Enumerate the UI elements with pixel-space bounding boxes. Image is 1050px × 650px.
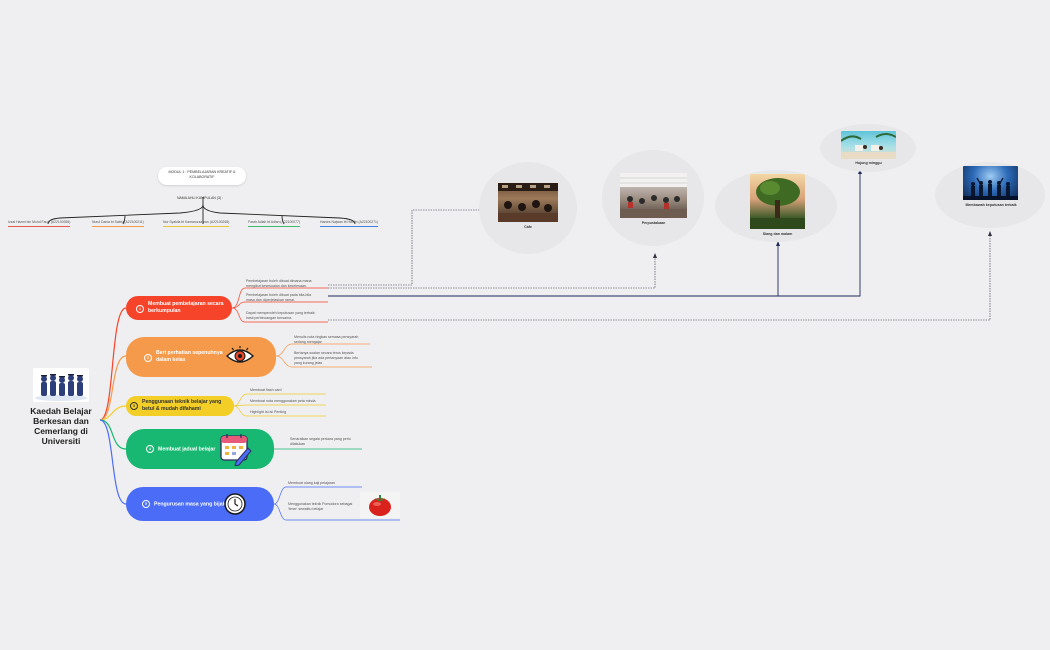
branch-5-number: 5 (142, 500, 150, 508)
leaf-text: Dapat memperoleh keputusan yang terbaik (246, 311, 315, 315)
graduates-icon (35, 374, 87, 401)
leaf-text: Pembelajaran boleh dibuat dimana mana (246, 279, 312, 283)
branch-5-label-line1: Pengurusan masa yang bijak (154, 501, 226, 508)
member-3[interactable]: Nur Syakila bt Kamaruzzaman (A22100265) (163, 220, 230, 227)
member-4-underline (248, 226, 301, 227)
member-3-name: Nur Syakila bt Kamaruzzaman (A22100265) (163, 220, 230, 224)
leaf-text: yang kurang jelas (294, 361, 323, 365)
root-line2: Berkesan dan (33, 416, 89, 426)
clock-icon (224, 493, 246, 515)
branch-1-label-line2: berkumpulan (148, 308, 181, 314)
cafe-scene-icon (498, 183, 558, 222)
pomodoro-timer-image (360, 492, 400, 518)
cafe-label: Cafe (524, 225, 532, 229)
branch-1-leaf-3[interactable]: Dapat memperoleh keputusan yang terbaik … (246, 311, 315, 321)
branch-1-node[interactable]: 1 Membuat pembelajaran secara berkumpula… (126, 296, 232, 320)
leaf-text: Membuat ulang kaji pelajaran (288, 481, 335, 485)
leaf-text: Bertanya soalan secara terus kepada (294, 351, 354, 355)
leaf-text: Pembelajaran boleh dibuat pada bila-bila (246, 293, 312, 297)
leaf-text: hasil perbincangan bersama. (246, 316, 293, 320)
branch-1-leaf-1[interactable]: Pembelajaran boleh dibuat dimana mana me… (246, 279, 312, 289)
member-4-name: Farah Adlah bt Adlan (A22100077) (248, 220, 301, 224)
member-2-name: Nurul Dania bt Sabtu (A22100211) (92, 220, 144, 224)
leaf-text: Membuat nota menggunakan peta minda (250, 399, 316, 403)
root-topic[interactable]: Kaedah Belajar Berkesan dan Cemerlang di… (22, 406, 100, 446)
module-header[interactable]: MODUL 1 : PEMBELAJARAN KREATIF & KOLABOR… (158, 167, 246, 185)
cafe-photo (498, 183, 558, 222)
perpustakaan-photo (620, 173, 687, 218)
eye-icon (226, 346, 254, 363)
branch-1-leaf-2[interactable]: Pembelajaran boleh dibuat pada bila-bila… (246, 293, 311, 303)
keputusan-label: Membawah keputusan terbaik (965, 203, 1017, 207)
member-5-underline (320, 226, 379, 227)
leaf-text: Membuat flash card (250, 388, 282, 392)
leaf-text: dilakukan (290, 442, 306, 446)
branch-3-number: 3 (130, 402, 138, 410)
module-title-line1: MODUL 1 : PEMBELAJARAN KREATIF & (168, 170, 236, 174)
root-line1: Kaedah Belajar (30, 406, 92, 416)
branch-2-number: 2 (144, 354, 152, 362)
perpustakaan-label: Perpustakaan (641, 221, 666, 225)
member-5[interactable]: Hanies Najwan bt Hardin (A22100271) (320, 220, 379, 227)
hujung-minggu-label: Hujung minggu (855, 161, 882, 165)
member-1[interactable]: Izzat Hazmi bin Mohd Fauzi (A22100355) (8, 220, 71, 227)
tomato-timer-icon (369, 495, 391, 516)
member-3-underline (163, 226, 230, 227)
branch-3-leaf-3[interactable]: Highlight isi-isi Penting (250, 410, 286, 415)
branch-5-leaf-1[interactable]: Membuat ulang kaji pelajaran (288, 481, 335, 486)
branch-3-label-line2: betul & mudah difahami (142, 406, 201, 412)
root-line3: Cemerlang di (34, 426, 88, 436)
leaf-text: sedang mengajar (294, 340, 322, 344)
siang-malam-label: Siang dan malam (762, 232, 793, 236)
branch-2-leaf-1[interactable]: Menulis nota ringkas semasa pensyarah se… (294, 335, 358, 345)
beach-scene-icon (840, 133, 897, 159)
leaf-text: Highlight isi-isi Penting (250, 410, 287, 414)
member-2[interactable]: Nurul Dania bt Sabtu (A22100211) (92, 220, 144, 227)
branch-2-leaf-2[interactable]: Bertanya soalan secara terus kepada pens… (294, 351, 358, 366)
member-1-name: Izzat Hazmi bin Mohd Fauzi (A22100355) (8, 220, 71, 224)
branch-2-label-line1: Beri perhatian sepenuhnya (156, 350, 223, 356)
keputusan-photo (963, 166, 1018, 200)
branch-1-label-line1: Membuat pembelajaran secara (148, 301, 224, 307)
branch-4-leaf-1[interactable]: Senaraikan segala perkara yang perlu dil… (290, 437, 351, 447)
branch-4-number: 4 (146, 445, 154, 453)
module-title-line2: KOLABORATIF (189, 175, 215, 179)
leaf-text: 'timer' sewaktu belajar (288, 507, 324, 511)
graduates-illustration (33, 368, 89, 402)
branch-3-leaf-1[interactable]: Membuat flash card (250, 388, 282, 393)
leaf-text: pensyarah jika ada pertanyaan atau info (294, 356, 358, 360)
leaf-text: Senaraikan segala perkara yang perlu (290, 437, 351, 441)
branch-3-leaf-2[interactable]: Membuat nota menggunakan peta minda (250, 399, 316, 404)
branch-5-leaf-2[interactable]: Menggunakan teknik Pomodoro sebagai 'tim… (288, 502, 352, 512)
member-1-underline (8, 226, 71, 227)
root-line4: Universiti (41, 436, 81, 446)
siang-malam-photo (750, 174, 805, 229)
success-silhouettes-icon (963, 177, 1018, 200)
leaf-text: Menggunakan teknik Pomodoro sebagai (288, 502, 353, 506)
leaf-text: Menulis nota ringkas semasa pensyarah (294, 335, 359, 339)
member-4[interactable]: Farah Adlah bt Adlan (A22100077) (248, 220, 301, 227)
calendar-icon (220, 434, 252, 466)
ahli-kumpulan-title: NAMA AHLI KUMPULAN (3) : (176, 196, 224, 200)
library-scene-icon (620, 173, 687, 218)
branch-2-label-line2: dalam kelas (156, 357, 186, 363)
branch-5-node[interactable]: 5 Pengurusan masa yang bijak (126, 487, 274, 521)
tree-scene-icon (750, 178, 805, 229)
member-2-underline (92, 226, 144, 227)
branch-3-label-line1: Penggunaan teknik belajar yang (142, 399, 222, 405)
branch-1-number: 1 (136, 305, 144, 313)
member-5-name: Hanies Najwan bt Hardin (A22100271) (320, 220, 379, 224)
leaf-text: masa dan diperjelaskan ramai. (246, 298, 295, 302)
branch-3-node[interactable]: 3 Penggunaan teknik belajar yang betul &… (126, 396, 234, 416)
branch-4-label-line1: Membuat jadual belajar (158, 446, 216, 453)
leaf-text: mengikut kesesuaian dan keselesaan. (246, 284, 307, 288)
hujung-minggu-photo (840, 131, 897, 159)
